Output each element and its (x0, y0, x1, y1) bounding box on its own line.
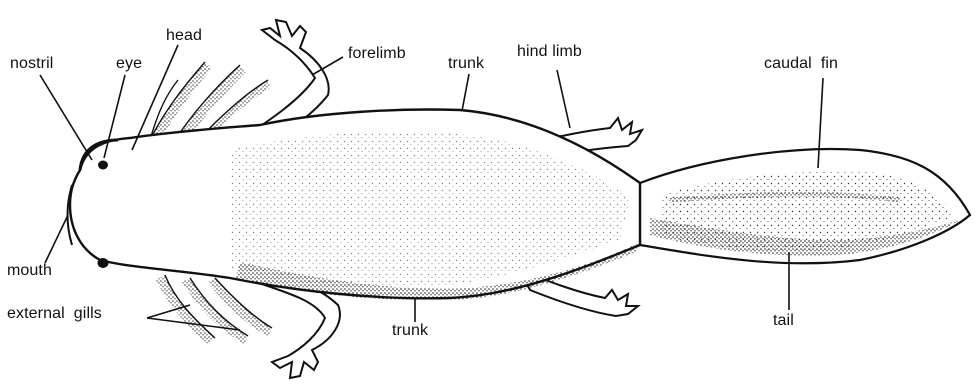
label-tail: tail (773, 313, 794, 329)
eye-lower (98, 258, 109, 268)
label-head: head (166, 28, 202, 44)
label-mouth: mouth (7, 263, 52, 279)
label-trunk-bottom: trunk (392, 323, 428, 339)
leader-hind-limb (557, 70, 570, 128)
label-eye: eye (116, 56, 142, 72)
leader-trunk-top (462, 74, 469, 111)
label-forelimb: forelimb (348, 46, 406, 62)
leader-nostril (40, 75, 92, 160)
leader-mouth (45, 215, 68, 263)
eye-upper (98, 161, 108, 170)
label-external-gills: external gills (7, 306, 102, 322)
label-hind-limb: hind limb (517, 44, 582, 60)
label-caudal-fin: caudal fin (764, 56, 838, 72)
label-nostril: nostril (10, 56, 53, 72)
label-trunk-top: trunk (448, 56, 484, 72)
